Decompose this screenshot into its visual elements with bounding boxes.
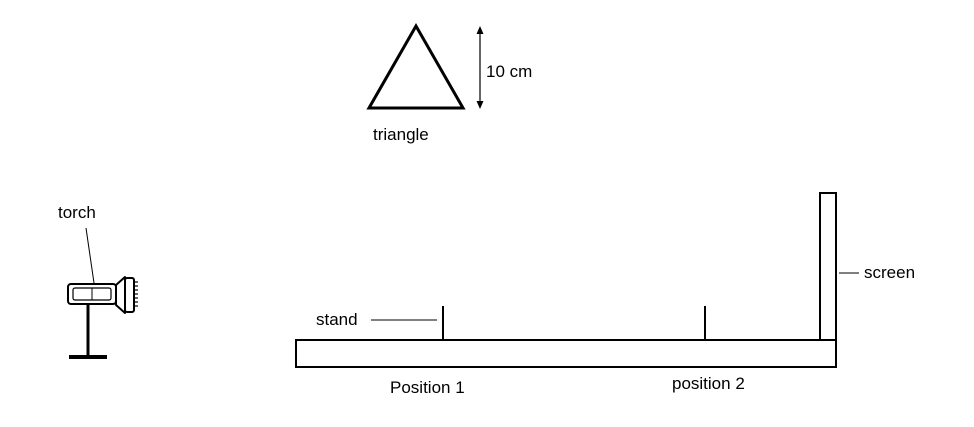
triangle-label: triangle <box>373 125 429 144</box>
screen-label: screen <box>864 263 915 282</box>
arrow-head-up-icon <box>476 26 484 34</box>
height-dimension-arrow <box>476 26 484 109</box>
torch-icon <box>67 276 138 359</box>
position-2-label: position 2 <box>672 374 745 393</box>
optical-bench <box>295 339 837 368</box>
stand-label: stand <box>316 310 358 329</box>
screen <box>819 192 837 341</box>
torch-leader-line <box>85 227 95 284</box>
arrow-head-down-icon <box>476 101 484 109</box>
torch-label: torch <box>58 203 96 222</box>
triangle-shape <box>366 22 466 110</box>
triangle-object <box>366 22 466 110</box>
position-1-label: Position 1 <box>390 378 465 397</box>
dimension-label: 10 cm <box>486 62 532 81</box>
